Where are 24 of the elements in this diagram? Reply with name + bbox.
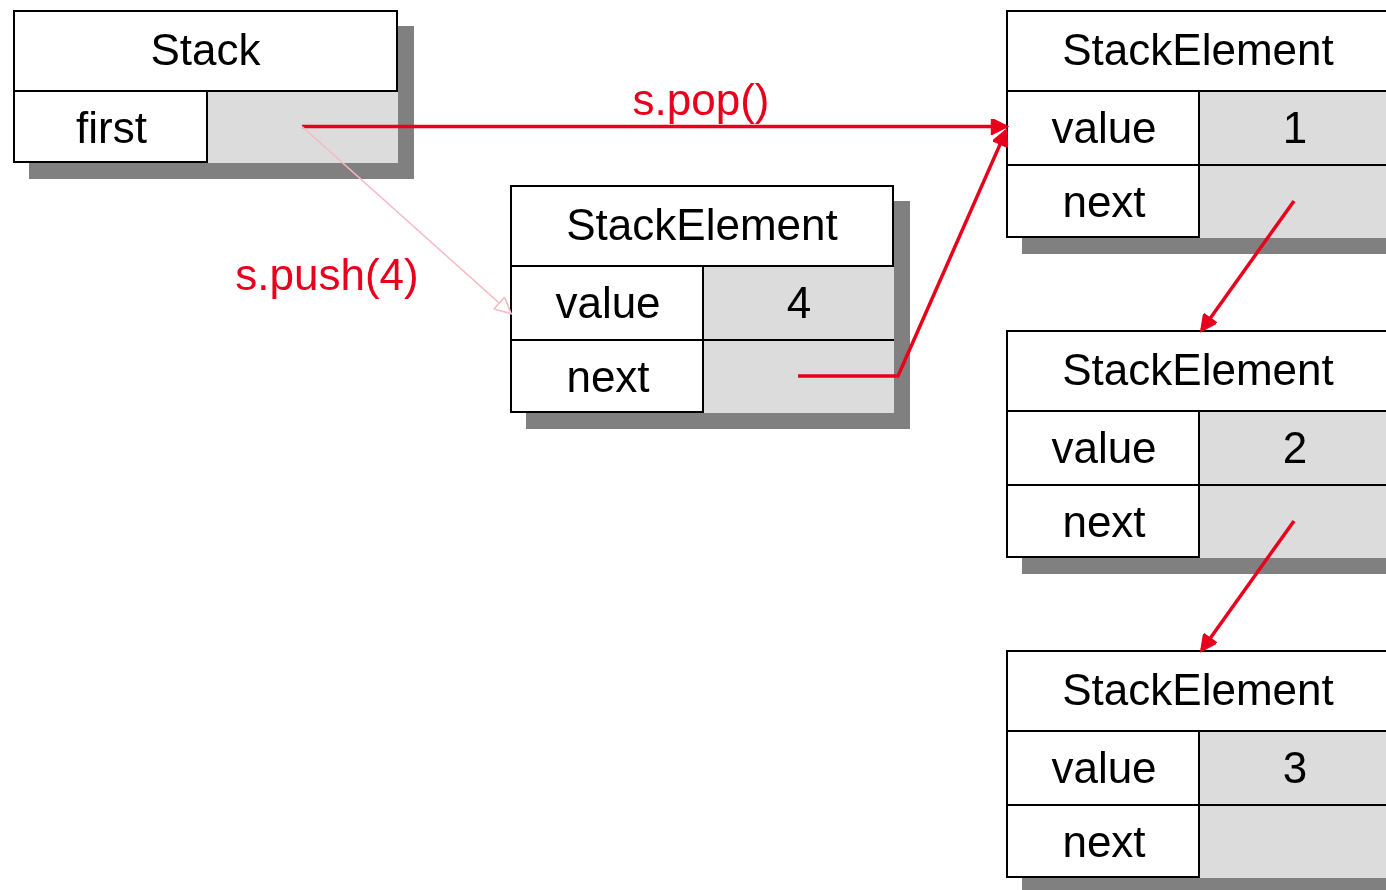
class-name: StackElement — [565, 199, 839, 251]
class-name: StackElement — [1061, 24, 1335, 76]
value-field: 3 — [1198, 730, 1386, 804]
pointer-field — [206, 90, 398, 163]
value-field: 4 — [702, 265, 894, 339]
pointer-field — [702, 339, 894, 413]
pointer-field — [1198, 164, 1386, 238]
class-name: Stack — [149, 24, 262, 76]
pointer-field — [1198, 804, 1386, 878]
arrow — [302, 117, 1009, 136]
arrow — [1200, 520, 1296, 653]
object-box — [13, 10, 398, 163]
pointer-field — [1198, 484, 1386, 558]
value-field: 1 — [1198, 90, 1386, 164]
object-box — [1006, 650, 1386, 878]
arrow — [301, 125, 512, 315]
object-box — [1006, 10, 1386, 238]
object-box — [510, 185, 894, 413]
class-name: StackElement — [1061, 664, 1335, 716]
class-name: StackElement — [1061, 344, 1335, 396]
value-field: 2 — [1198, 410, 1386, 484]
arrow — [798, 128, 1009, 378]
arrow — [1200, 200, 1296, 333]
object-box — [1006, 330, 1386, 558]
